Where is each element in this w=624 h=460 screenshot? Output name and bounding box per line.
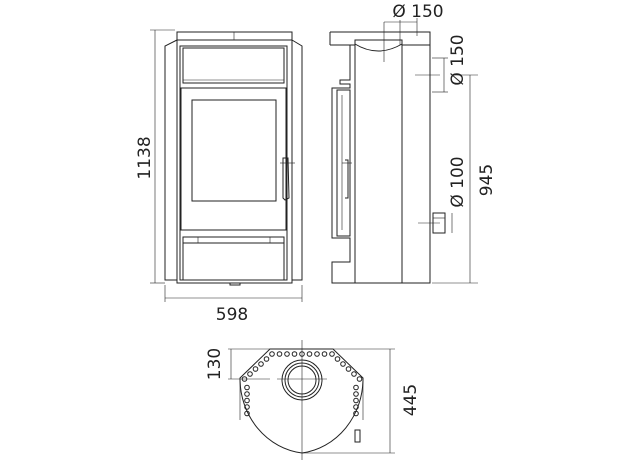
vent-hole xyxy=(258,361,264,367)
side-view: Ø 150 Ø 150 Ø 100 945 xyxy=(329,2,497,284)
rear-flue-label: Ø 150 xyxy=(448,34,468,85)
vent-hole xyxy=(252,366,259,372)
vent-hole xyxy=(353,384,359,391)
top-view: 130 445 xyxy=(205,340,421,460)
vent-hole xyxy=(329,351,335,357)
vent-hole xyxy=(353,404,359,410)
vent-hole xyxy=(299,351,305,357)
vent-hole xyxy=(269,351,275,357)
ash-drawer xyxy=(182,242,285,281)
top-flue-label: Ø 150 xyxy=(392,2,443,22)
vent-hole xyxy=(314,351,320,357)
vent-hole xyxy=(351,371,357,377)
vent-hole xyxy=(334,356,341,362)
vent-hole xyxy=(345,366,352,372)
vent-hole xyxy=(247,371,253,377)
vent-hole xyxy=(353,410,359,417)
width-label: 598 xyxy=(216,305,248,325)
vent-hole xyxy=(284,351,290,357)
vent-hole xyxy=(291,351,298,357)
door-glass xyxy=(191,99,277,202)
vent-hole xyxy=(356,376,363,382)
vent-hole xyxy=(244,384,250,391)
front-view: 1138 598 xyxy=(135,29,303,325)
vent-hole xyxy=(340,361,346,367)
flue-offset-label: 130 xyxy=(205,348,225,380)
vent-hole xyxy=(244,391,250,397)
height-label: 1138 xyxy=(135,136,155,179)
door-handle xyxy=(282,157,290,201)
vent-hole xyxy=(244,404,250,410)
vent-hole xyxy=(321,351,328,357)
vent-hole xyxy=(244,397,250,404)
depth-label: 445 xyxy=(401,384,421,416)
vent-hole xyxy=(353,391,359,397)
vent-hole xyxy=(244,410,250,417)
air-inlet-label: Ø 100 xyxy=(448,156,468,207)
vent-hole xyxy=(276,351,283,357)
vent-hole xyxy=(263,356,270,362)
rear-height-label: 945 xyxy=(477,164,497,196)
vent-hole xyxy=(353,397,359,404)
vent-hole xyxy=(306,351,313,357)
